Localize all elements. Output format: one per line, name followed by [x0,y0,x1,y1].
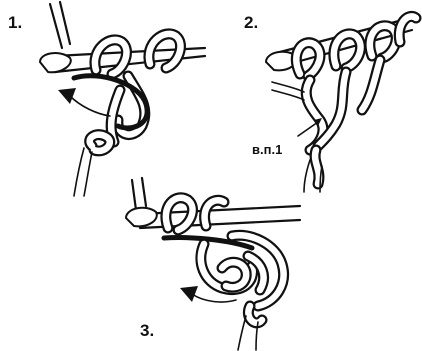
hook-head [40,53,71,72]
step-1-illustration [40,2,205,196]
annotation-pointer [298,122,318,136]
step-2-illustration [266,16,416,192]
direction-arrow-3 [192,294,236,302]
step-2-label: 2. [244,13,258,32]
hook-shaft-right [60,2,70,44]
hook-head-3 [126,208,157,227]
step-1-label: 1. [8,13,22,32]
step-3-label: 3. [140,321,154,340]
hook-shaft-left [50,4,62,48]
direction-arrow-1 [70,96,110,116]
chain-stitch-label: в.п.1 [252,142,282,157]
